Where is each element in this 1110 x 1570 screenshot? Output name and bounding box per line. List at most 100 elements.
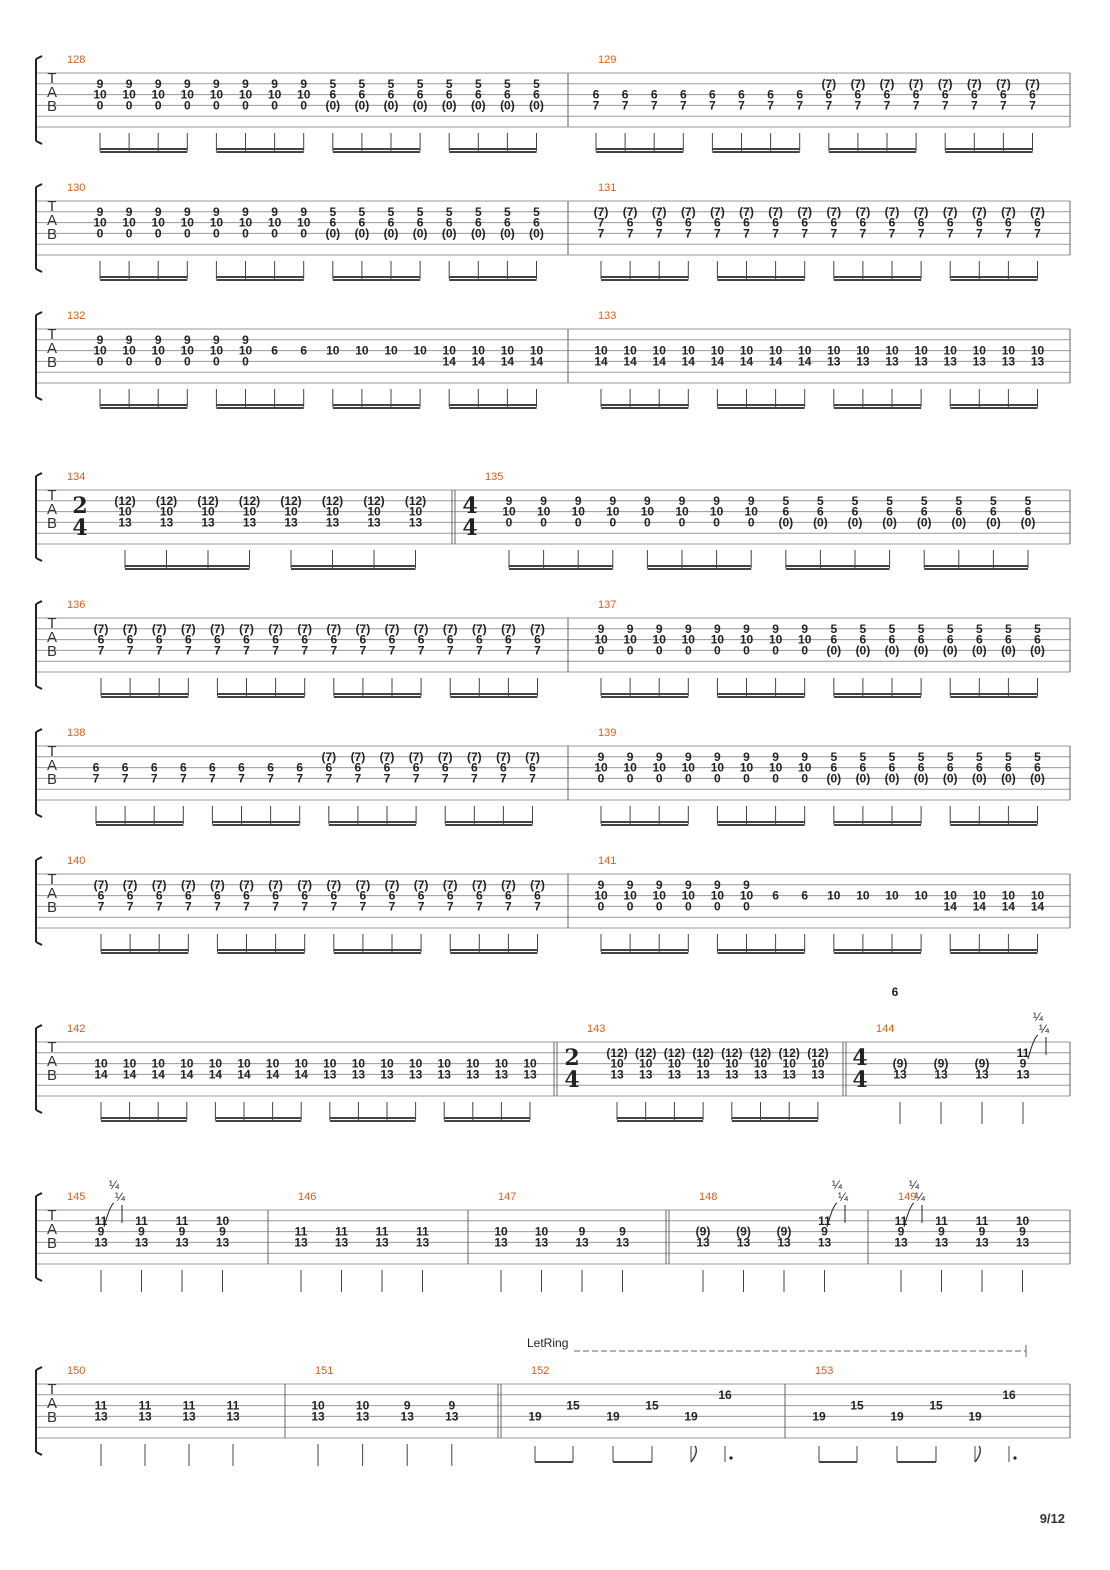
- fret-number: 6: [504, 88, 511, 102]
- fret-number: 10: [594, 889, 608, 903]
- fret-number: 6: [1034, 633, 1041, 647]
- fret-number: 10: [180, 1057, 194, 1071]
- fret-number: 10: [122, 88, 136, 102]
- fret-number: 6: [185, 889, 192, 903]
- fret-number: 14: [180, 1067, 194, 1081]
- fret-number: 10: [93, 216, 107, 230]
- fret-number: 6: [329, 216, 336, 230]
- system-bracket: [35, 728, 43, 818]
- fret-number: 10: [93, 344, 107, 358]
- fret-number: 5: [504, 77, 511, 91]
- fret-number: 13: [226, 1409, 240, 1423]
- fret-number: 0: [627, 771, 634, 785]
- fret-number: (0): [442, 98, 457, 112]
- fret-number: 9: [685, 750, 692, 764]
- fret-number: 0: [126, 226, 133, 240]
- fret-number: 6: [296, 761, 303, 775]
- fret-number: 6: [442, 761, 449, 775]
- fret-number: (7): [181, 878, 196, 892]
- fret-number: 6: [656, 216, 663, 230]
- fret-number: 6: [1025, 505, 1032, 519]
- fret-number: 10: [710, 505, 724, 519]
- fret-number: 10: [352, 1057, 366, 1071]
- fret-number: 10: [326, 344, 340, 358]
- fret-number: 9: [938, 1225, 945, 1239]
- fret-number: (9): [696, 1225, 711, 1239]
- fret-number: 6: [418, 889, 425, 903]
- fret-number: (12): [363, 494, 384, 508]
- time-signature-bottom: 4: [852, 1067, 867, 1093]
- fret-number: 6: [743, 216, 750, 230]
- fret-number: 6: [593, 88, 600, 102]
- time-signature-top: 2: [72, 493, 87, 519]
- fret-number: 10: [210, 344, 224, 358]
- fret-number: (7): [652, 205, 667, 219]
- fret-number: 0: [714, 899, 721, 913]
- fret-number: 6: [947, 633, 954, 647]
- fret-number: 9: [821, 1225, 828, 1239]
- fret-number: 10: [380, 1057, 394, 1071]
- measure-number: 153: [815, 1365, 833, 1377]
- fret-number: 0: [540, 515, 547, 529]
- fret-number: (0): [384, 226, 399, 240]
- fret-number: 5: [852, 494, 859, 508]
- fret-number: 14: [711, 354, 725, 368]
- fret-number: 0: [772, 643, 779, 657]
- fret-number: 7: [156, 643, 163, 657]
- fret-number: 9: [1019, 1225, 1026, 1239]
- fret-number: 13: [737, 1235, 751, 1249]
- fret-number: 7: [656, 226, 663, 240]
- fret-number: 0: [656, 899, 663, 913]
- fret-number: 10: [502, 505, 516, 519]
- fret-number: 6: [156, 889, 163, 903]
- fret-number: 14: [798, 354, 812, 368]
- fret-number: 10: [623, 344, 637, 358]
- tab-label-letter: T: [47, 743, 56, 760]
- fret-number: 10: [523, 1057, 537, 1071]
- fret-number: 13: [323, 1067, 337, 1081]
- fret-number: 10: [268, 88, 282, 102]
- fret-number: 6: [709, 88, 716, 102]
- fret-number: 11: [227, 1399, 240, 1413]
- fret-number: 5: [475, 205, 482, 219]
- fret-number: 5: [388, 77, 395, 91]
- fret-number: 0: [714, 771, 721, 785]
- fret-number: 6: [685, 216, 692, 230]
- fret-number: (7): [94, 622, 109, 636]
- fret-number: 10: [944, 889, 958, 903]
- fret-number: 14: [653, 354, 667, 368]
- measure-number: 147: [498, 1191, 516, 1203]
- fret-number: 9: [448, 1399, 455, 1413]
- measure-number: 139: [598, 727, 616, 739]
- fret-number: 5: [947, 750, 954, 764]
- fret-number: 6: [271, 344, 278, 358]
- fret-number: 6: [417, 216, 424, 230]
- fret-number: (7): [443, 622, 458, 636]
- fret-number: 14: [472, 354, 486, 368]
- fret-number: 0: [685, 771, 692, 785]
- fret-number: 9: [714, 878, 721, 892]
- fret-number: 10: [93, 88, 107, 102]
- fret-number: 9: [898, 1225, 905, 1239]
- system-bracket: [35, 183, 43, 273]
- fret-number: (7): [496, 750, 511, 764]
- fret-number: 7: [505, 899, 512, 913]
- fret-number: 5: [388, 205, 395, 219]
- fret-number: 13: [216, 1235, 230, 1249]
- fret-number: 11: [135, 1214, 148, 1228]
- fret-number: 6: [185, 633, 192, 647]
- fret-number: (7): [94, 878, 109, 892]
- fret-number: 7: [360, 643, 367, 657]
- fret-number: 10: [623, 633, 637, 647]
- fret-number: 0: [155, 98, 162, 112]
- fret-number: 14: [682, 354, 696, 368]
- fret-number: (7): [152, 622, 167, 636]
- fret-number: 6: [93, 761, 100, 775]
- fret-number: 0: [801, 771, 808, 785]
- fret-number: 6: [534, 633, 541, 647]
- fret-number: 10: [118, 505, 132, 519]
- fret-number: 10: [1031, 889, 1045, 903]
- page-number: 9/12: [1040, 1511, 1065, 1526]
- measure-number: 138: [67, 727, 85, 739]
- fret-number: (0): [917, 515, 932, 529]
